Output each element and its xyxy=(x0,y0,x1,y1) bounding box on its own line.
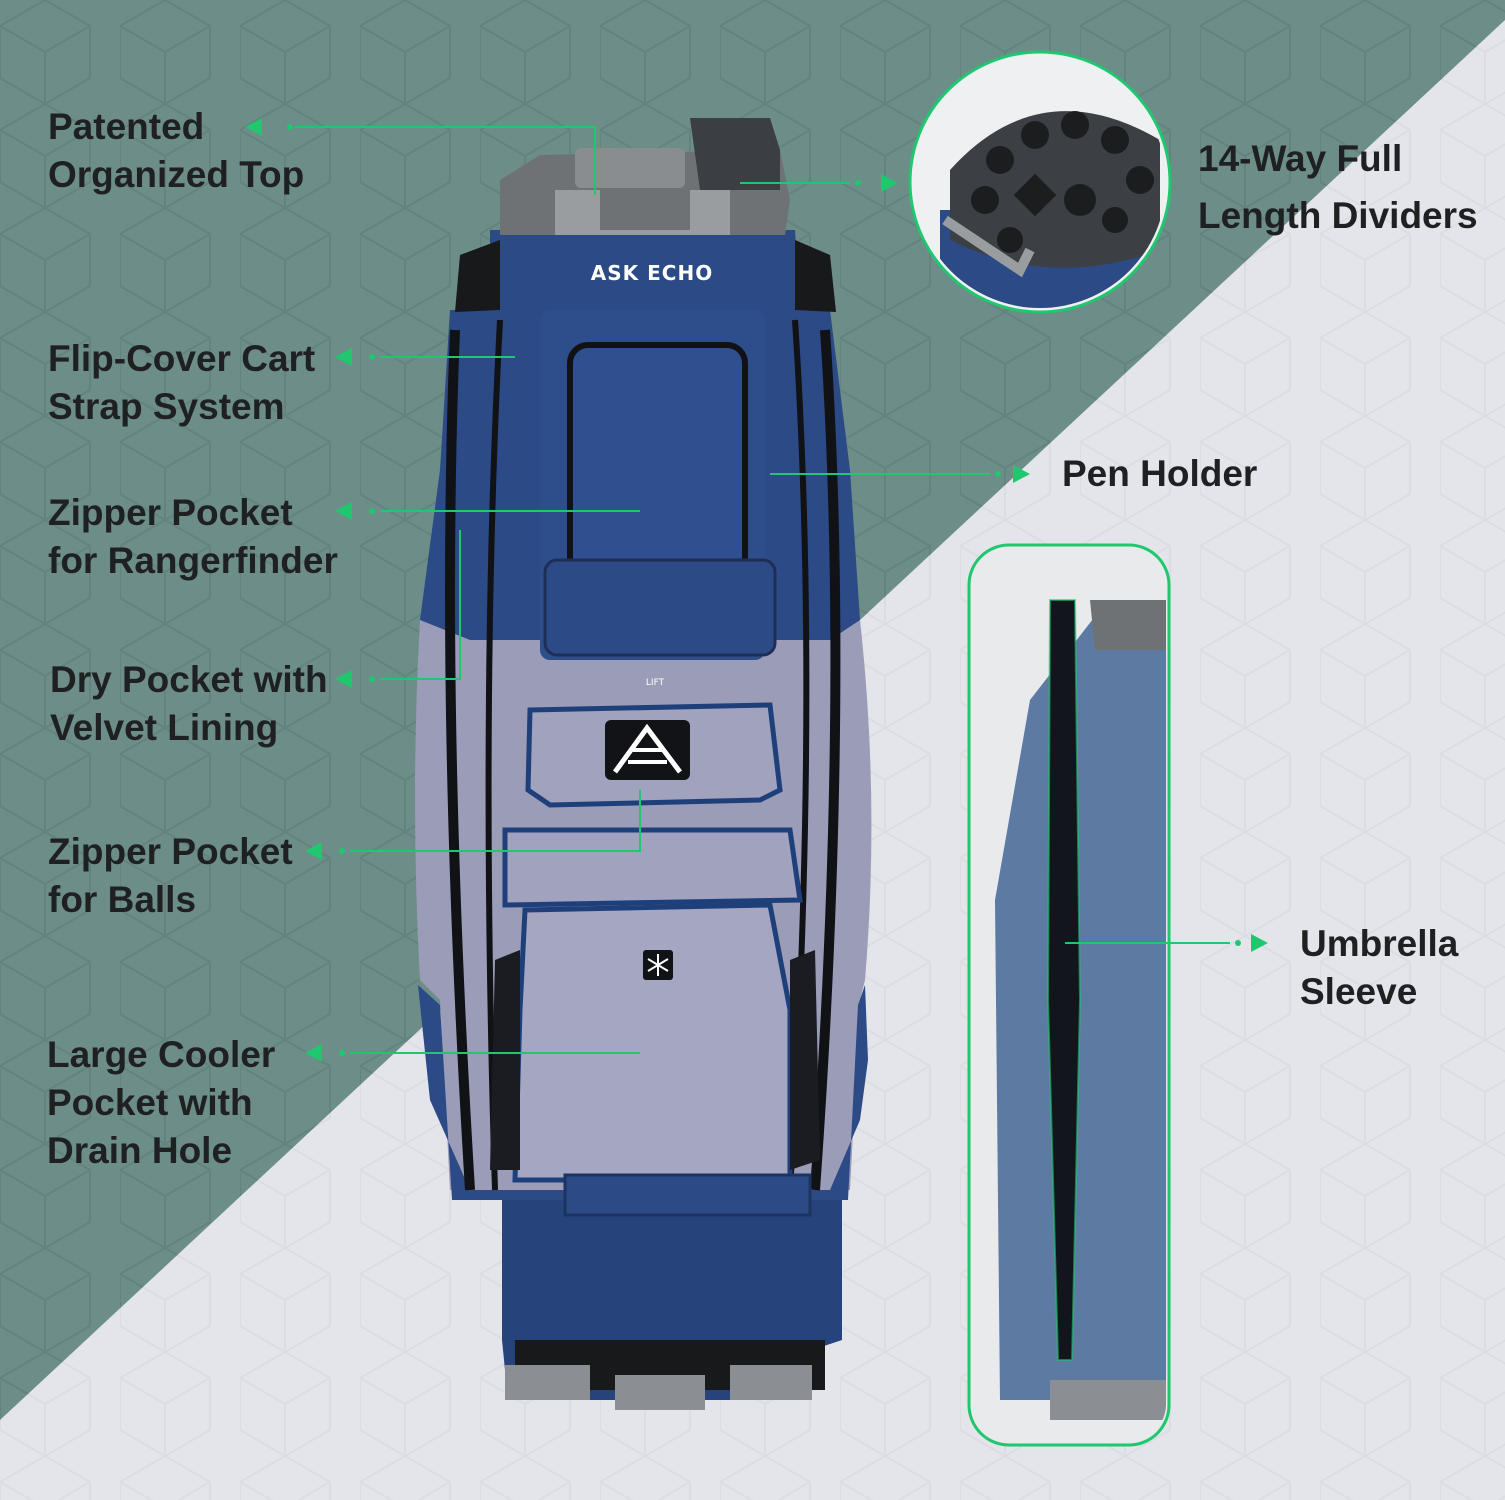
callout-line: Patented xyxy=(48,106,205,147)
callout-line: Zipper Pocket xyxy=(48,492,293,533)
callout-line: Velvet Lining xyxy=(50,707,279,748)
callout-dividers: 14-Way Full Length Dividers xyxy=(1198,130,1478,244)
callout-line: 14-Way Full xyxy=(1198,138,1403,179)
callout-line: Zipper Pocket xyxy=(48,831,293,872)
ae-logo-icon xyxy=(605,720,690,780)
callout-line: Strap System xyxy=(48,386,285,427)
callout-line: Sleeve xyxy=(1300,971,1418,1012)
arrow-right-icon xyxy=(881,174,898,192)
arrow-left-icon xyxy=(335,670,352,688)
callout-umbrella-sleeve: Umbrella Sleeve xyxy=(1300,920,1458,1016)
callout-pen-holder: Pen Holder xyxy=(1062,450,1257,498)
callout-line: Drain Hole xyxy=(47,1130,233,1171)
arrow-left-icon xyxy=(335,348,352,366)
arrow-left-icon xyxy=(245,118,262,136)
callout-ball-pocket: Zipper Pocket for Balls xyxy=(48,828,293,924)
callout-line: Pocket with xyxy=(47,1082,253,1123)
callout-line: Large Cooler xyxy=(47,1034,276,1075)
callout-rangefinder-pocket: Zipper Pocket for Rangerfinder xyxy=(48,489,338,585)
callout-line: for Rangerfinder xyxy=(48,540,338,581)
callout-dry-pocket: Dry Pocket with Velvet Lining xyxy=(50,656,328,752)
umbrella-inset xyxy=(967,543,1171,1447)
callout-line: Flip-Cover Cart xyxy=(48,338,316,379)
callout-line: Umbrella xyxy=(1300,923,1459,964)
lift-tag: LIFT xyxy=(646,678,665,688)
arrow-left-icon xyxy=(335,502,352,520)
callout-line: Organized Top xyxy=(48,154,305,195)
callout-cooler-pocket: Large Cooler Pocket with Drain Hole xyxy=(47,1031,275,1175)
callout-line: Length Dividers xyxy=(1198,195,1478,236)
arrow-right-icon xyxy=(1251,934,1268,952)
callout-lines xyxy=(295,126,1230,1054)
dividers-inset xyxy=(908,50,1172,314)
arrow-right-icon xyxy=(1013,465,1030,483)
snowflake-icon xyxy=(643,950,673,980)
callout-cart-strap: Flip-Cover Cart Strap System xyxy=(48,335,315,431)
callout-organized-top: Patented Organized Top xyxy=(48,103,304,199)
arrow-left-icon xyxy=(305,1044,322,1062)
callout-line: for Balls xyxy=(48,879,197,920)
callout-line: Dry Pocket with xyxy=(50,659,328,700)
brand-wordmark: ASK ECHO xyxy=(591,261,713,285)
callout-line: Pen Holder xyxy=(1062,453,1258,494)
arrow-left-icon xyxy=(305,842,322,860)
